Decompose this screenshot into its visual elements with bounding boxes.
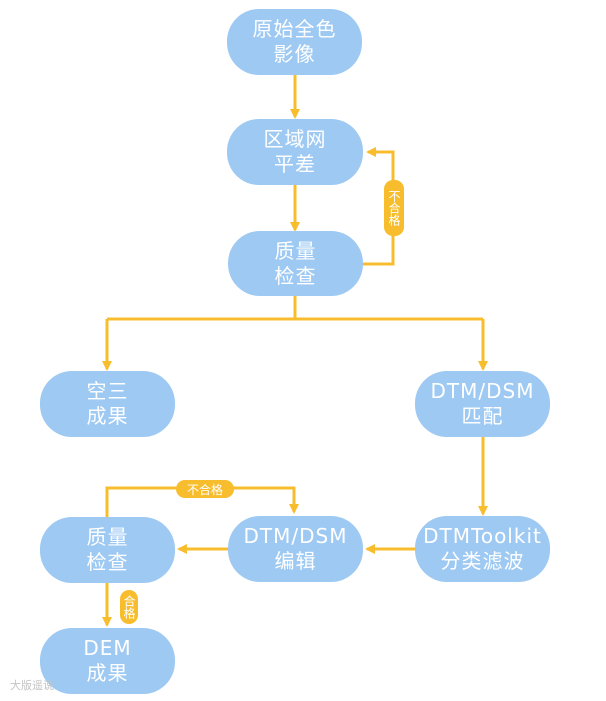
node-aerial-result-label: 空三 成果 [86,379,129,428]
node-block-adjustment: 区域网 平差 [227,119,363,185]
label-fail-2: 不合格 [176,480,234,498]
watermark-text: 大版遥说 [10,679,54,692]
label-pass: 合格 [120,590,138,624]
label-fail-1: 不合格 [384,180,404,236]
node-quality-check-1-label: 质量 检查 [274,238,317,288]
node-dtm-dsm-edit: DTM/DSM 编辑 [228,516,363,582]
node-aerial-result: 空三 成果 [40,371,175,437]
node-original-image: 原始全色 影像 [227,9,362,75]
node-dem-result: DEM 成果 [40,628,175,694]
node-block-adjustment-label: 区域网 平差 [263,127,327,176]
node-dem-result-label: DEM 成果 [83,636,132,685]
node-dtm-dsm-match: DTM/DSM 匹配 [415,371,550,437]
watermark: 大版遥说 [10,677,54,693]
node-quality-check-2-label: 质量 检查 [86,525,129,574]
node-quality-check-2: 质量 检查 [40,517,175,583]
node-dtm-dsm-match-label: DTM/DSM 匹配 [430,379,535,428]
node-quality-check-1: 质量 检查 [228,231,363,296]
node-dtmtoolkit-filter: DTMToolkit 分类滤波 [415,516,550,582]
node-dtmtoolkit-filter-label: DTMToolkit 分类滤波 [423,524,542,573]
node-original-image-label: 原始全色 影像 [252,17,337,66]
node-dtm-dsm-edit-label: DTM/DSM 编辑 [243,524,348,573]
